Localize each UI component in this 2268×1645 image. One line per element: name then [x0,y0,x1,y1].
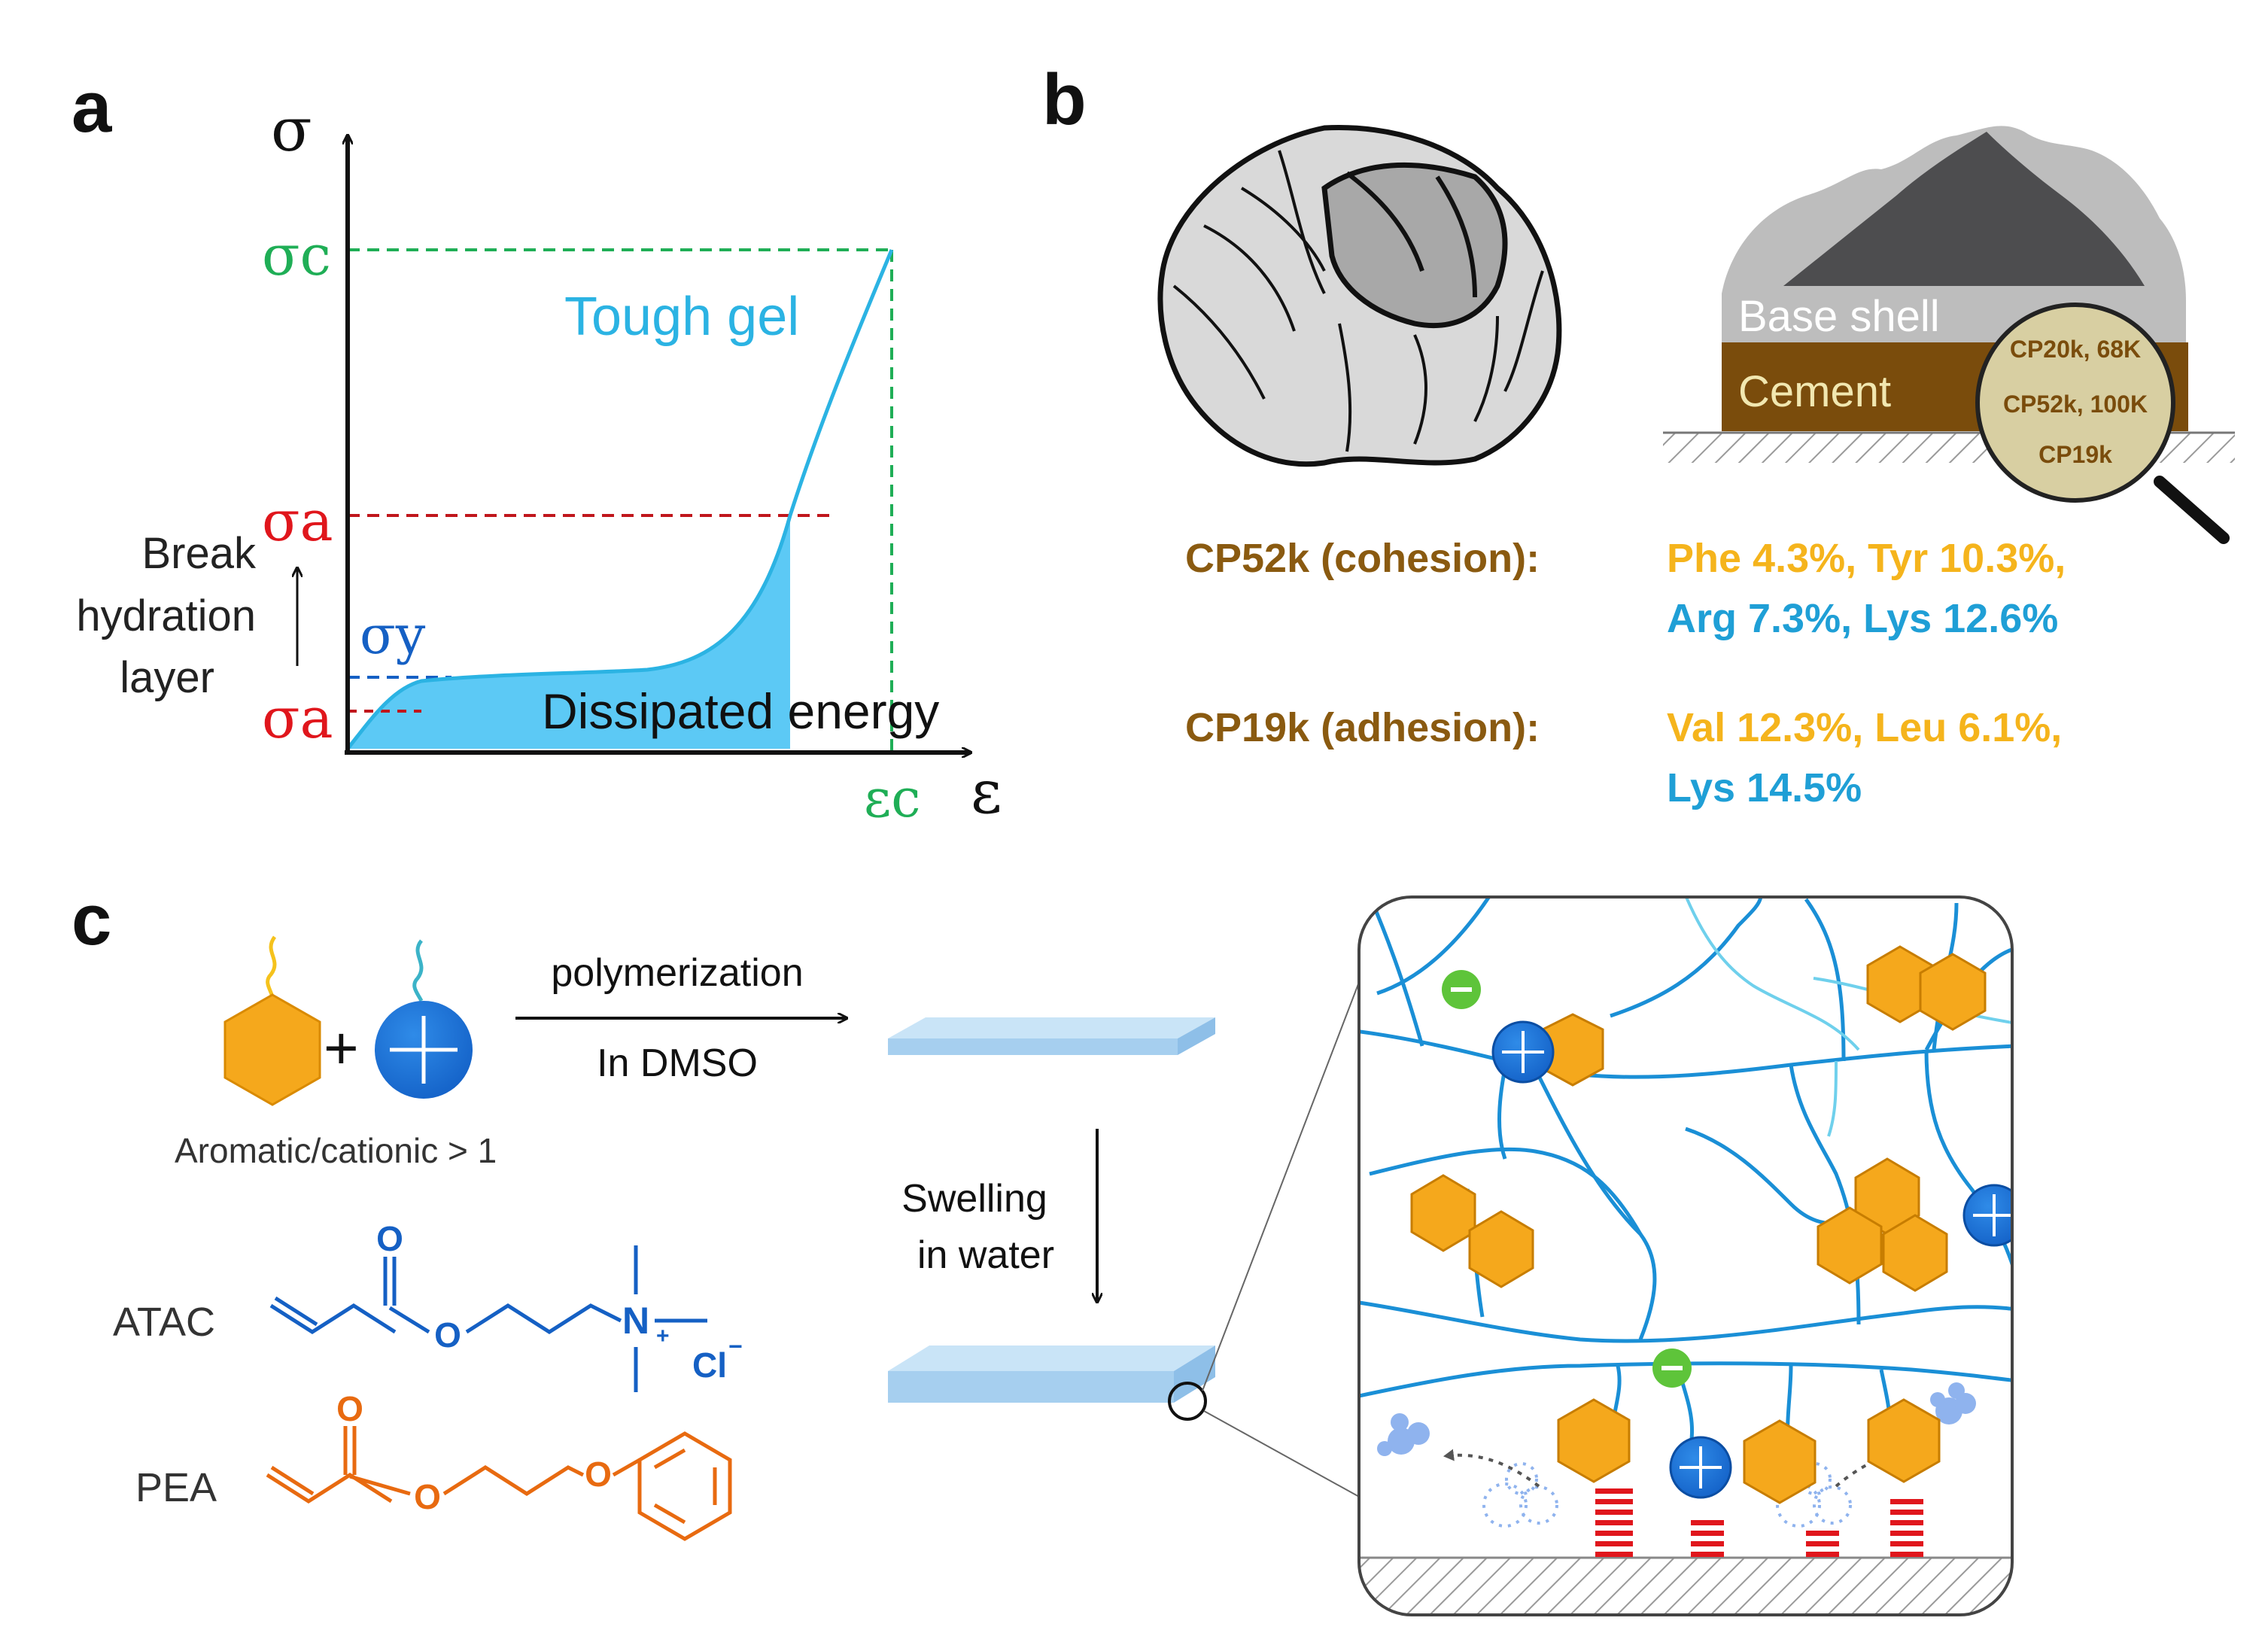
pea-ether-o: O [585,1455,612,1494]
zoom-line-bottom [1203,1410,1361,1498]
atac-cl-charge: − [728,1333,743,1360]
cp52k-line1: Phe 4.3%, Tyr 10.3%, [1667,536,2066,581]
cement-label: Cement [1738,367,1891,416]
magnifier-item-cp19k: CP19k [2038,441,2112,468]
cp19k-line2: Lys 14.5% [1667,765,1862,810]
magnifier-handle [2154,476,2230,544]
interfacial-bonds [1595,1488,1923,1557]
dissociating-water [1482,1462,1852,1528]
sigma-a-upper-label: σa [262,489,333,554]
x-axis-label: ε [971,757,1002,827]
pea-carbonyl-o: O [336,1389,363,1428]
atac-nitrogen: N [622,1300,649,1342]
sigma-c-label: σc [262,223,331,288]
cationic-plus-glyph [390,1016,458,1084]
zoom-line-top [1202,978,1361,1391]
hydration-label: hydration [76,591,256,640]
base-shell-label: Base shell [1738,292,1940,341]
barnacle-drawing [1157,124,1562,467]
polymerization-label: polymerization [551,951,803,995]
in-water-label: in water [917,1233,1054,1277]
break-label: Break [141,529,257,578]
magnifier-item-cp20k: CP20k, 68K [2010,336,2141,363]
network-substrate [1359,1558,2012,1615]
tough-gel-curve [346,249,894,750]
sigma-a-lower-label: σa [262,686,333,751]
panel-b-label: b [1042,59,1087,140]
shell-interior [1783,132,2145,286]
panel-a-label: a [71,67,112,147]
water-molecules [1377,1382,1976,1456]
pea-label: PEA [135,1465,217,1510]
cationic-tail [412,939,424,1002]
aromatic-units [1410,945,1987,1504]
sigma-y-label: σy [360,604,426,666]
magnifier-lens [1975,303,2175,503]
cross-section: Base shell Cement CP20k, 68K CP52k, 100K… [1663,126,2235,544]
network-panel-border [1357,895,2014,1616]
cp19k-label: CP19k (adhesion): [1185,705,1540,750]
swelling-label: Swelling [901,1177,1047,1221]
y-axis-label: σ [271,95,312,165]
cp19k-line1: Val 12.3%, Leu 6.1%, [1667,705,2062,750]
plus-sign: + [324,1014,359,1081]
zoom-circle [1168,1382,1207,1421]
atac-carbonyl-o: O [376,1219,403,1258]
network-panel [1357,895,2014,1616]
network-contents [1359,897,2012,1615]
gel-swollen [888,1345,1215,1403]
magnifier-item-cp52k: CP52k, 100K [2003,391,2148,418]
atac-structure [269,1245,707,1392]
dmso-label: In DMSO [597,1041,758,1085]
aromatic-monomer-icon [223,993,321,1106]
cationic-units [1491,1020,2012,1499]
pea-ester-o: O [414,1477,441,1516]
ratio-label: Aromatic/cationic > 1 [175,1131,497,1170]
gel-dry [888,1017,1215,1055]
cp52k-label: CP52k (cohesion): [1185,536,1540,581]
atac-ester-o: O [434,1315,461,1355]
epsilon-c-label: εc [864,768,920,829]
panel-c: c + Aromatic/cationic > 1 polymerization… [71,880,2014,1616]
polymer-network [1359,897,2012,1468]
dissipated-energy-label: Dissipated energy [542,683,939,739]
panel-c-label: c [71,880,111,960]
atac-label: ATAC [113,1300,215,1345]
aromatic-tail [266,935,277,998]
water-release-arrow-right [1835,1425,1939,1488]
layer-label: layer [120,653,214,702]
cp52k-line2: Arg 7.3%, Lys 12.6% [1667,596,2058,641]
panel-b: b Base shell Cement CP20k, 68K CP52k, 10… [1042,59,2235,810]
panel-a: a σ ε σc σa σy σa εc Tough gel Dissipate… [71,67,1002,829]
pea-structure [266,1426,732,1541]
tough-gel-label: Tough gel [564,287,799,347]
anionic-counterions [1442,970,1692,1388]
water-release-arrow-left [1443,1449,1540,1488]
dissipated-energy-area [348,515,790,749]
atac-n-charge: + [656,1324,670,1349]
atac-chloride: Cl [692,1345,727,1385]
